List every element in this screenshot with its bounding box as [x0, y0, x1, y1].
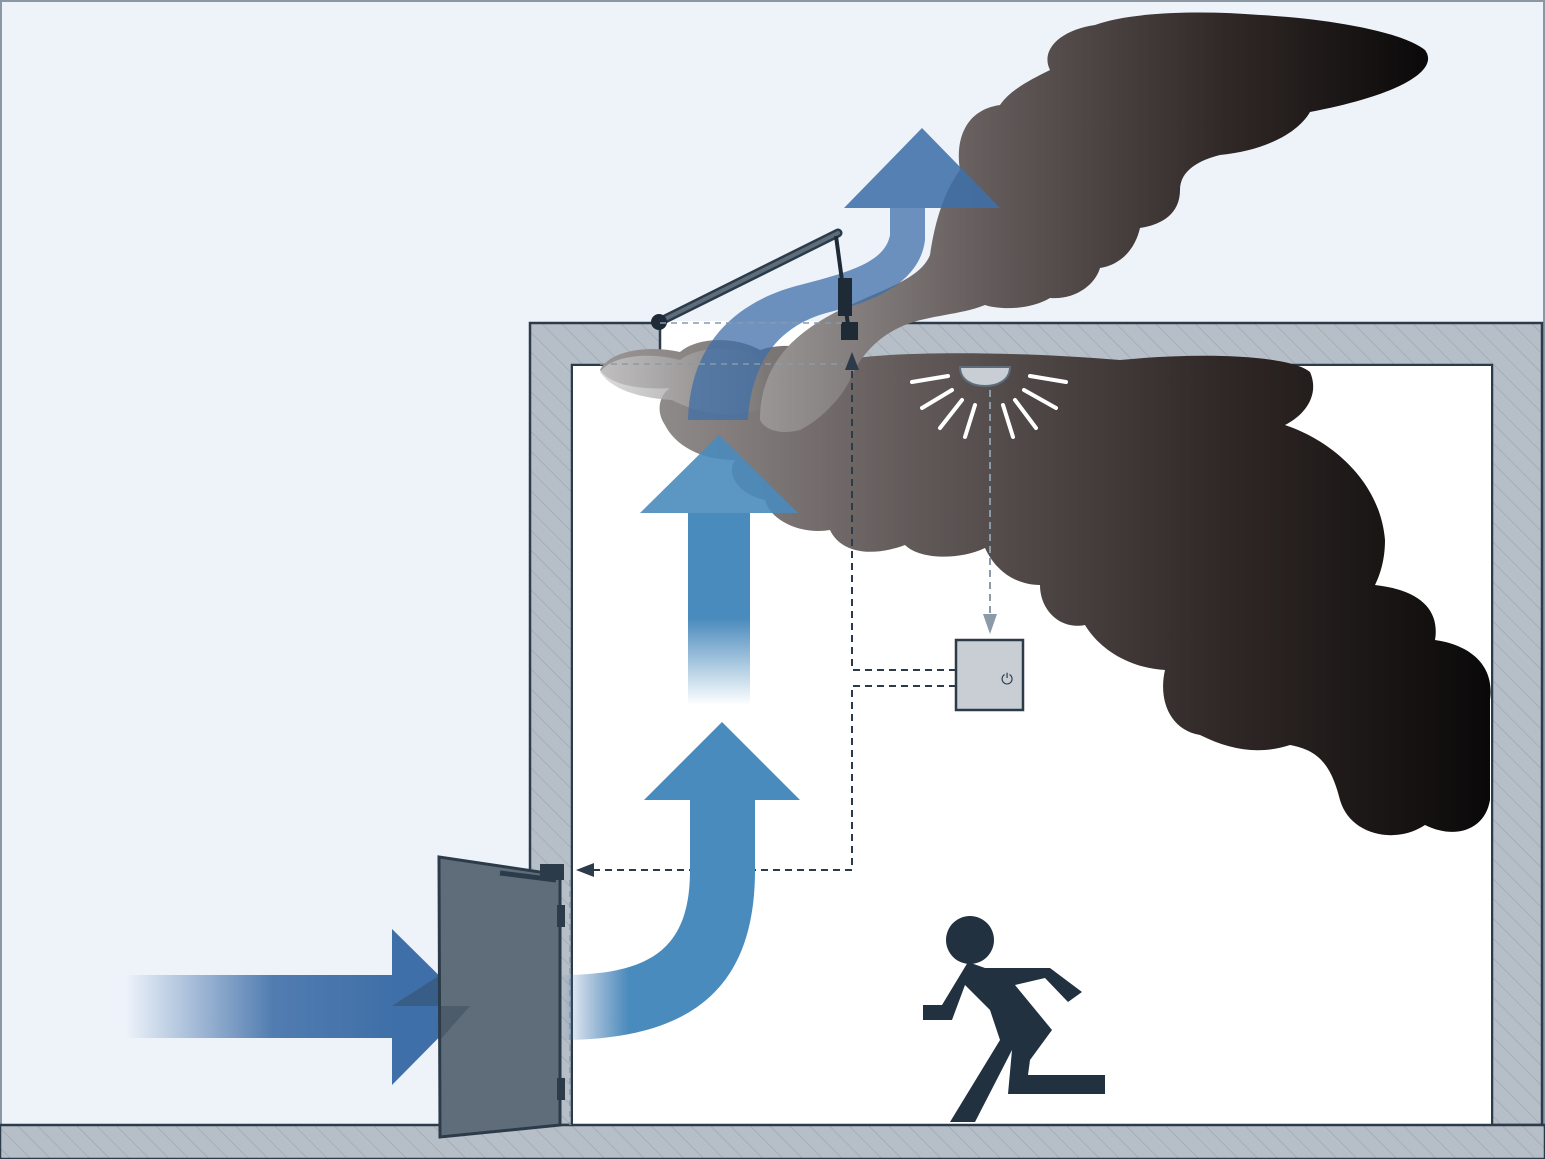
- running-person-icon: [923, 916, 1105, 1122]
- smoke-mass-room: [600, 340, 1491, 836]
- detector-signal-rays: [910, 374, 1068, 439]
- smoke-detector-icon: [958, 366, 1012, 388]
- control-panel-icon: [954, 638, 1025, 712]
- rising-airflow-shaft: [688, 513, 750, 705]
- door-icon: [437, 855, 562, 1139]
- vent-actuator-motor: [841, 322, 858, 340]
- curved-arrow-head: [644, 722, 800, 800]
- inflow-curve: [560, 722, 800, 1040]
- airflow-through-vent: [688, 208, 925, 420]
- smoke-plume-exhaust: [760, 12, 1429, 432]
- flap-hinge: [651, 314, 667, 330]
- door-hinge-bottom: [557, 1078, 565, 1100]
- rising-arrow-head: [640, 435, 798, 513]
- control-panel: ⏻: [954, 638, 1025, 712]
- power-symbol-icon: ⏻: [1001, 670, 1013, 688]
- incoming-arrow-head: [392, 929, 470, 1085]
- incoming-airflow: [125, 929, 470, 1085]
- door-actuator: [540, 864, 564, 880]
- floor-slab: [0, 1123, 1545, 1159]
- door-hinge-top: [557, 905, 565, 927]
- rising-airflow: [640, 435, 798, 705]
- roof-vent: [651, 228, 858, 340]
- curved-airflow-shaft: [560, 800, 755, 1040]
- incoming-airflow-shaft: [125, 975, 395, 1038]
- person-head: [946, 916, 994, 964]
- panel-to-door-line: [590, 685, 956, 871]
- person-body: [923, 962, 1105, 1122]
- exhaust-arrow-head: [844, 128, 1000, 208]
- door: [392, 855, 565, 1139]
- exhaust-airflow: [688, 128, 1000, 420]
- smoke-detector: [910, 366, 1068, 439]
